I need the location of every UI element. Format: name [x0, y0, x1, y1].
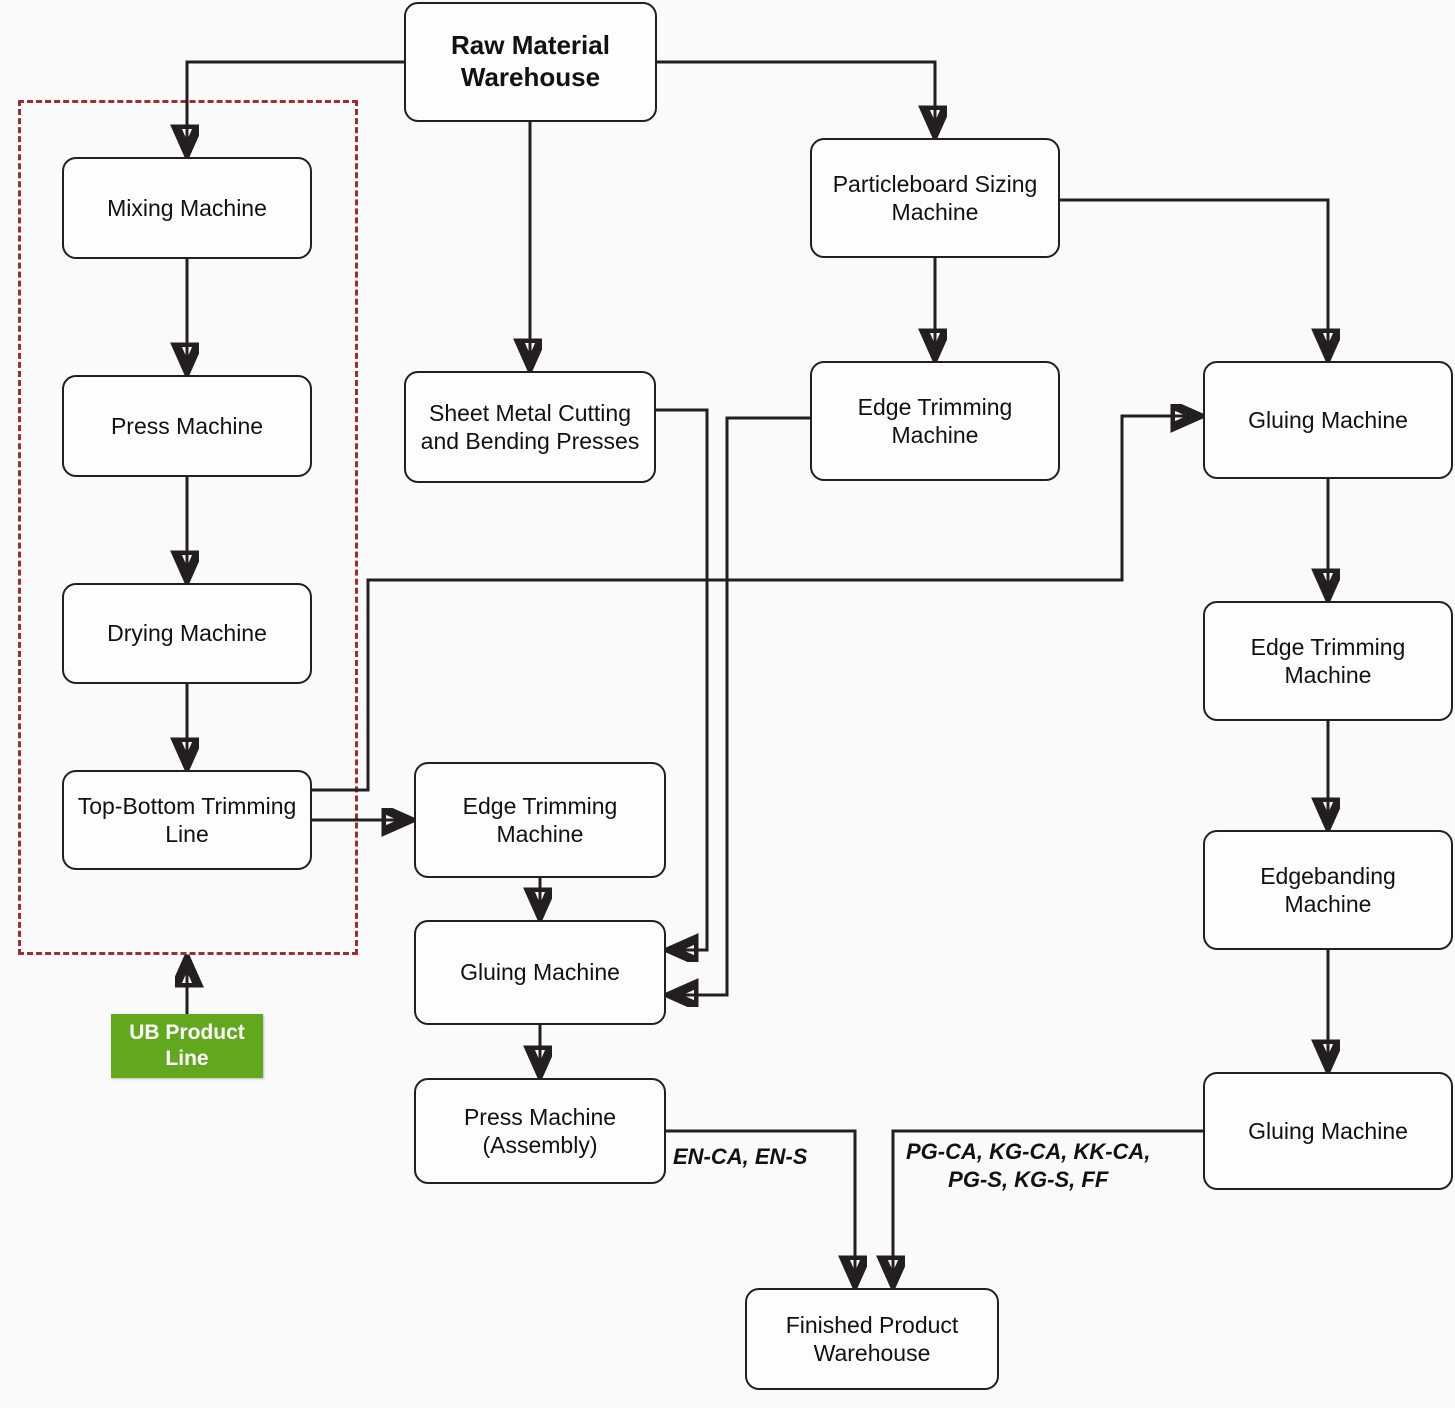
node-press-machine[interactable]: Press Machine: [62, 375, 312, 477]
node-edge-trimming-machine-right[interactable]: Edge Trimming Machine: [1203, 601, 1453, 721]
node-gluing-machine-right-bottom[interactable]: Gluing Machine: [1203, 1072, 1453, 1190]
node-sheet-metal-cutting-presses[interactable]: Sheet Metal Cutting and Bending Presses: [404, 371, 656, 483]
node-edge-trimming-machine-top[interactable]: Edge Trimming Machine: [810, 361, 1060, 481]
wire-particleboard-to-gluing-right: [1060, 198, 1328, 354]
node-press-machine-assembly[interactable]: Press Machine (Assembly): [414, 1078, 666, 1184]
wire-edgetrim-top-to-gluing-center: [673, 416, 810, 995]
edge-label-en-products: EN-CA, EN-S: [673, 1144, 808, 1169]
node-edge-trimming-machine-center[interactable]: Edge Trimming Machine: [414, 762, 666, 878]
node-finished-product-warehouse[interactable]: Finished Product Warehouse: [745, 1288, 999, 1390]
node-gluing-machine-center[interactable]: Gluing Machine: [414, 920, 666, 1025]
node-particleboard-sizing-machine[interactable]: Particleboard Sizing Machine: [810, 138, 1060, 258]
node-gluing-machine-right-top[interactable]: Gluing Machine: [1203, 361, 1453, 479]
legend-ub-product-line[interactable]: UB Product Line: [111, 1014, 263, 1078]
node-drying-machine[interactable]: Drying Machine: [62, 583, 312, 684]
node-raw-material-warehouse[interactable]: Raw Material Warehouse: [404, 2, 657, 122]
edge-label-pg-products: PG-CA, KG-CA, KK-CA, PG-S, KG-S, FF: [906, 1139, 1151, 1192]
node-edgebanding-machine[interactable]: Edgebanding Machine: [1203, 830, 1453, 950]
wire-raw-to-particleboard: [657, 60, 935, 131]
node-top-bottom-trimming-line[interactable]: Top-Bottom Trimming Line: [62, 770, 312, 870]
node-mixing-machine[interactable]: Mixing Machine: [62, 157, 312, 259]
